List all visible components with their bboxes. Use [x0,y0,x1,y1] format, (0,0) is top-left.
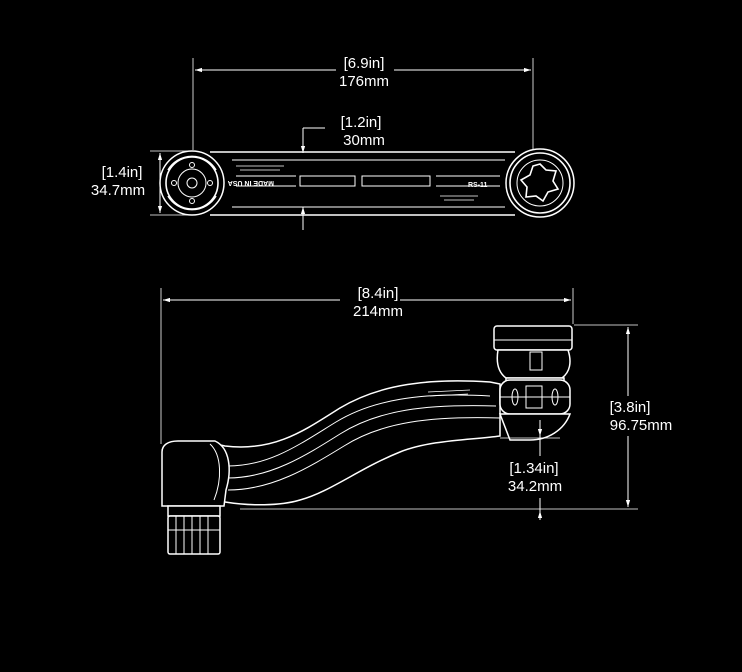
top-view-width-mm: 30mm [343,132,385,149]
side-view-base-block [161,440,230,507]
side-view-length-dimension: [8.4in] 214mm [160,282,574,444]
side-view-height-mm: 96.75mm [610,417,673,434]
side-view-length-inch: [8.4in] [358,285,399,302]
side-view-swivel-head [493,325,573,441]
top-view-head-inch: [1.4in] [102,164,143,181]
side-view-length-mm: 214mm [353,303,403,320]
top-view-made-in-mark: MADE IN USA [228,179,274,186]
side-view-height-dimension: [3.8in] 96.75mm [240,324,692,510]
side-view-base-inch: [1.34in] [509,460,558,477]
top-view-length-mm: 176mm [339,73,389,90]
side-view-base-dimension: [1.34in] 34.2mm [496,420,574,520]
top-view-head-mm: 34.7mm [91,182,145,199]
side-view-base-mm: 34.2mm [508,478,562,495]
side-view-arm [167,380,501,506]
top-view-left-swivel [159,150,225,216]
top-view-width-dimension: [1.2in] 30mm [300,114,385,230]
side-view-knurled-post [167,505,221,555]
side-view-height-inch: [3.8in] [610,399,651,416]
top-view-length-dimension: [6.9in] 176mm [192,52,534,150]
top-view-model-mark: RS-11 [468,182,488,189]
top-view-arm [210,151,515,216]
top-view-right-knob [505,148,575,218]
side-view: [8.4in] 214mm [3.8in] 96.75mm [1.34in] 3… [160,282,692,555]
top-view-length-inch: [6.9in] [344,55,385,72]
top-view-head-dimension: [1.4in] 34.7mm [84,150,190,216]
top-view-width-inch: [1.2in] [341,114,382,131]
top-view: RS-11 MADE IN USA [6.9in] 176mm [1.2in] … [84,52,575,230]
